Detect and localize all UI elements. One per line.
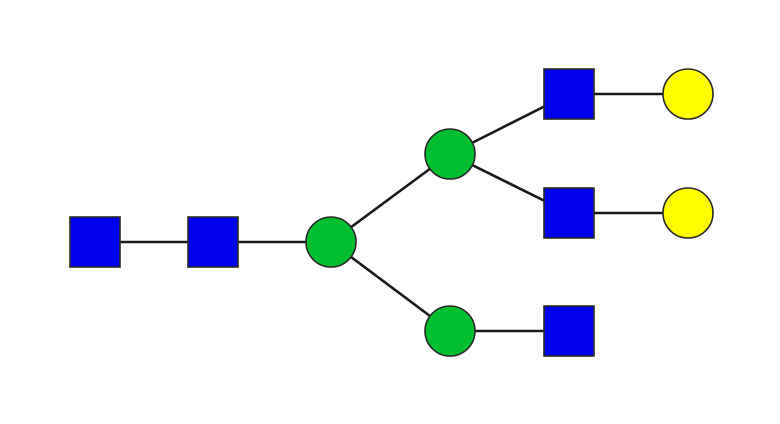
green-circle-icon-gc-lower [425,306,475,356]
links-layer [95,94,688,331]
green-circle-icon-gc-upper [425,129,475,179]
blue-square-icon-sq-bottom [544,306,594,356]
green-circle-icon-gc-core [306,217,356,267]
blue-square-icon-sq-1 [70,217,120,267]
blue-square-icon-sq-2 [188,217,238,267]
yellow-circle-icon-yc-top [663,69,713,119]
blue-square-icon-sq-top [544,69,594,119]
blue-square-icon-sq-mid [544,188,594,238]
yellow-circle-icon-yc-mid [663,188,713,238]
